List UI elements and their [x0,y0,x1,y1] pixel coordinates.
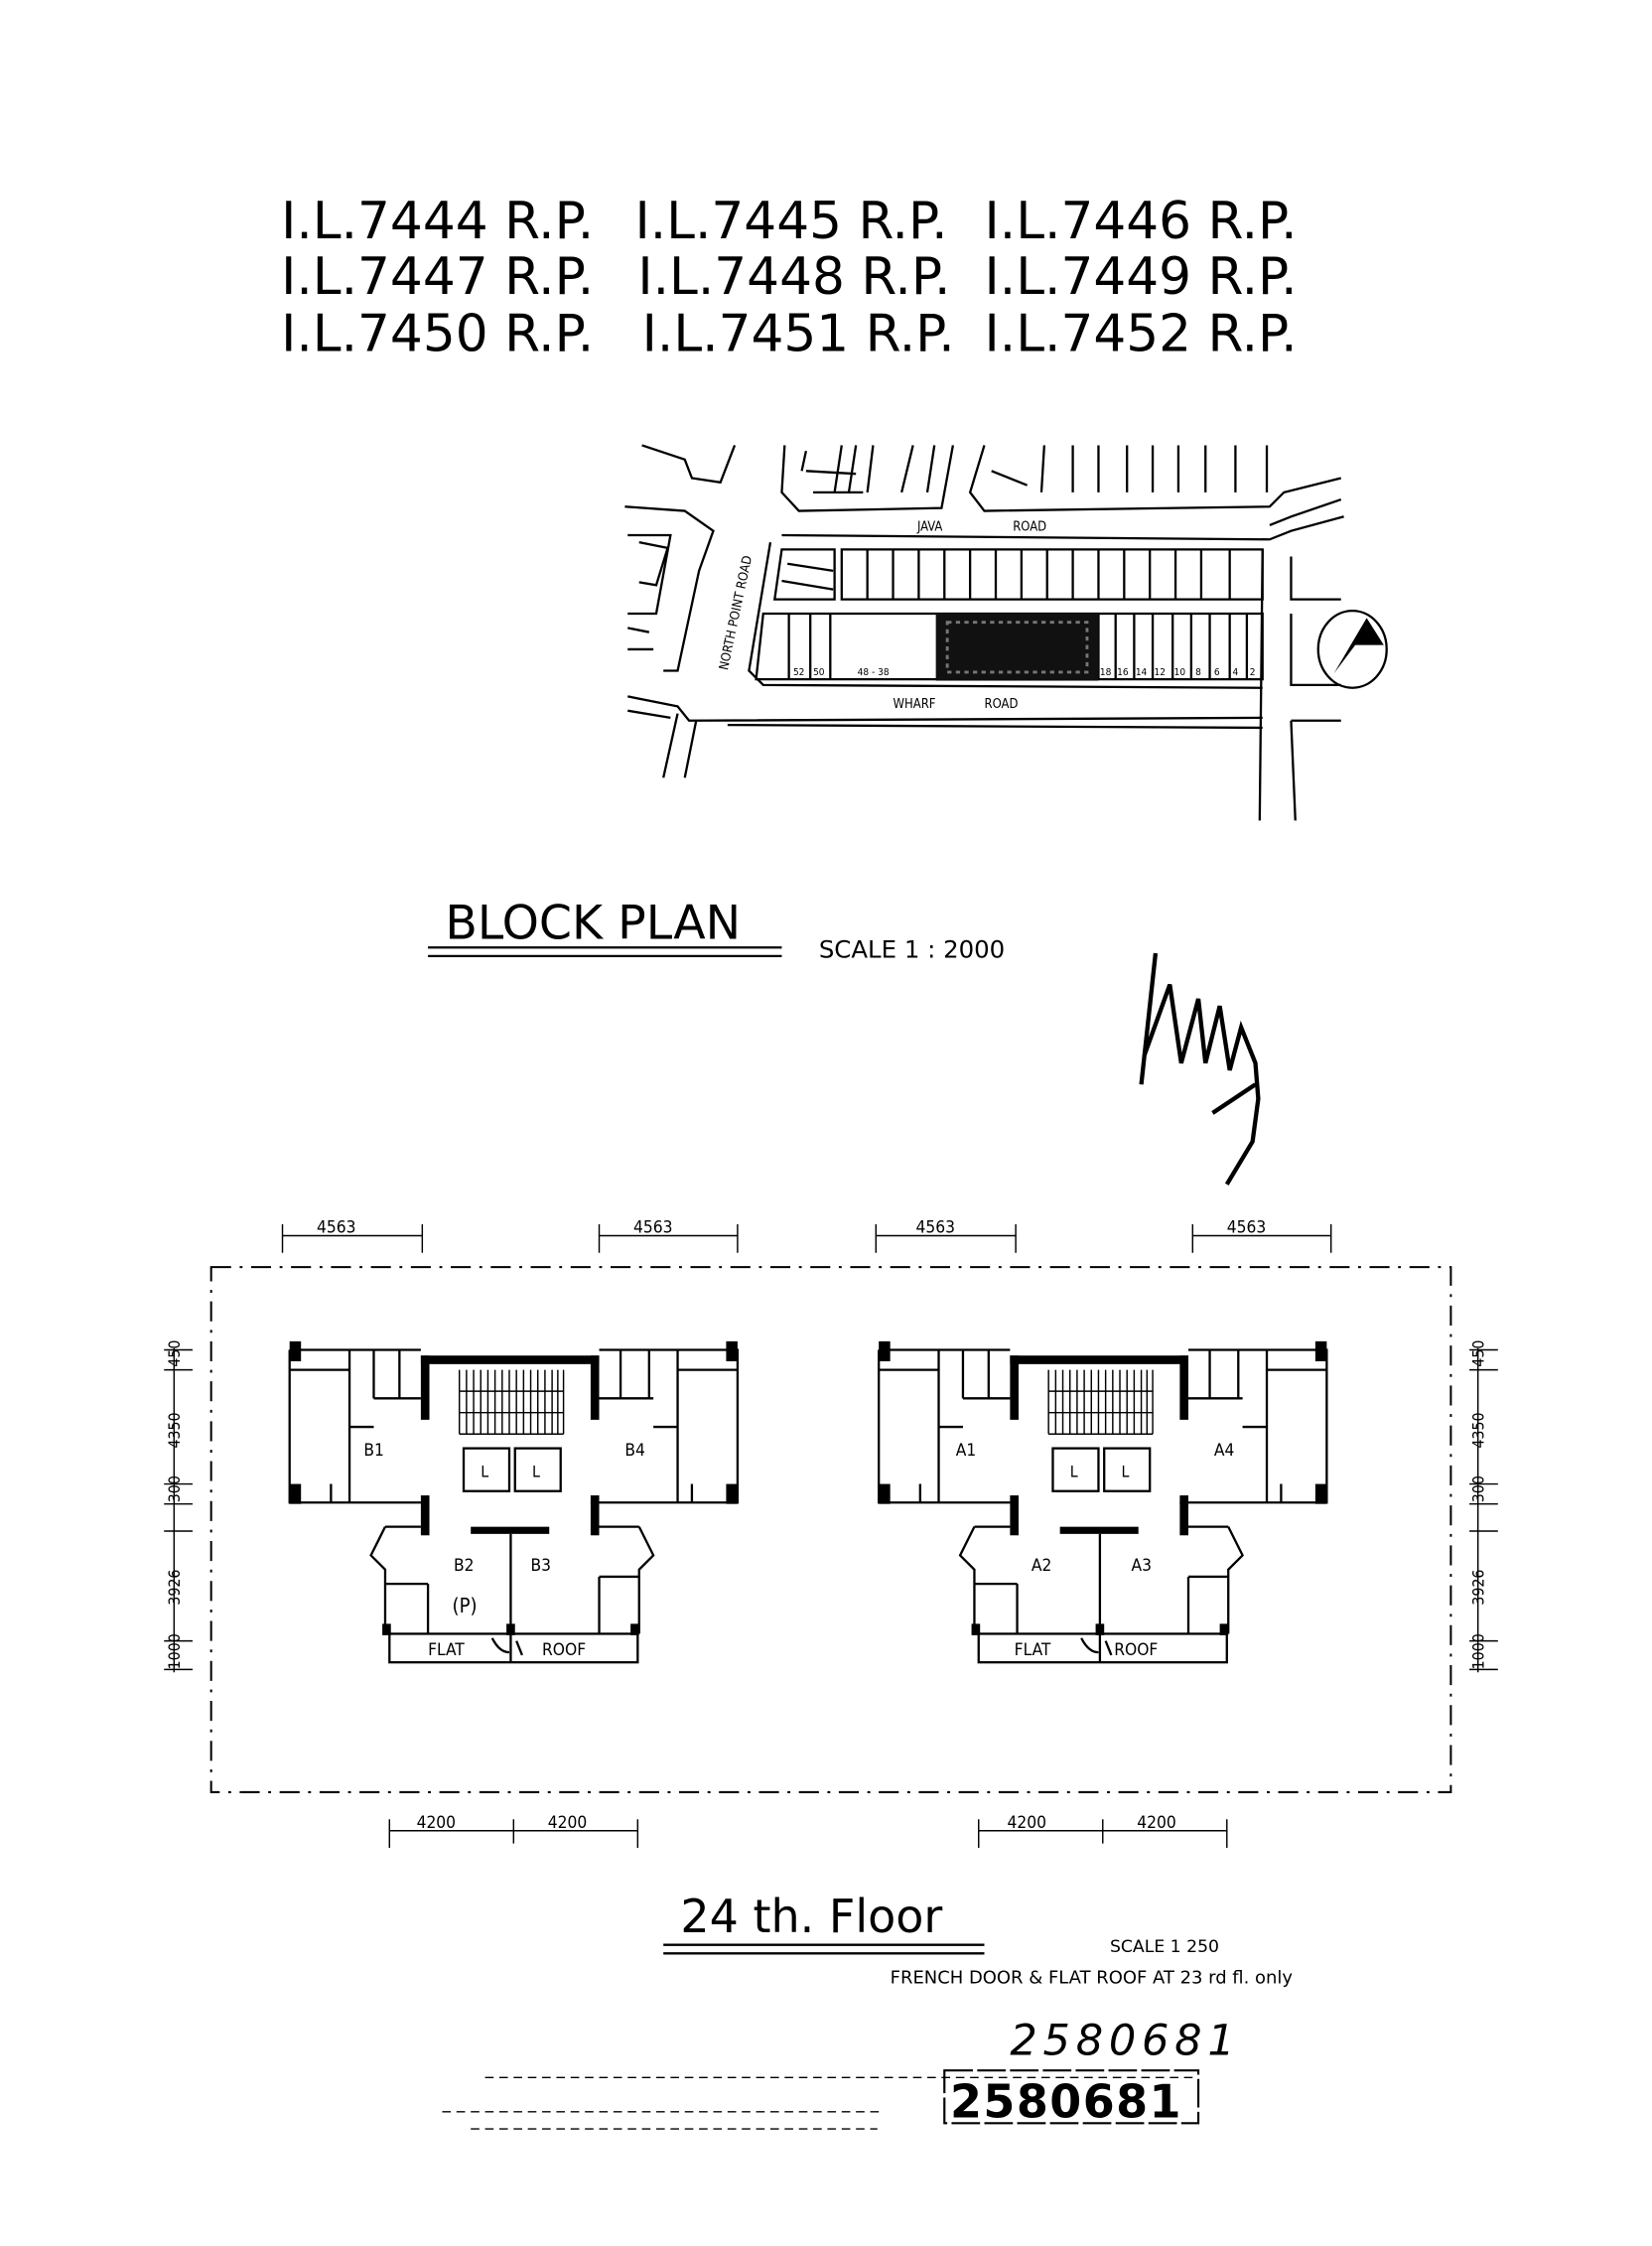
lot-number: 14 [1136,667,1148,678]
lift-label: L [1121,1462,1129,1480]
flat-roof-label: FLAT [1015,1640,1051,1660]
road-label-java-road: ROAD [1013,520,1046,535]
floor-plan-title: 24 th. Floor [680,1890,942,1943]
north-arrow-icon [1316,609,1388,689]
block-plan-scale: SCALE 1 : 2000 [819,934,1005,963]
handwritten-number: 2580681 [1010,2016,1240,2065]
block-b-plan: B1 B4 B2 B3 (P) L L FLAT ROOF [288,1339,740,1664]
dimension-label: 1000 [1468,1633,1487,1669]
lot-label: I.L.7451 R.P. [642,305,955,364]
signature [1139,952,1261,1186]
dimension-label: 300 [1468,1475,1487,1502]
flat-roof-label: ROOF [542,1640,586,1660]
dimension-label: 300 [165,1475,184,1502]
site-hatched-area [935,614,1099,681]
block-plan-title: BLOCK PLAN [445,897,741,951]
lot-number: 12 [1155,667,1167,678]
dimension-label: 4200 [1007,1813,1045,1833]
road-label-north-point: NORTH POINT ROAD [717,554,756,671]
dimension-label: 450 [165,1340,184,1367]
lot-number: 18 [1100,667,1112,678]
lot-number: 16 [1117,667,1129,678]
lot-number: 6 [1214,667,1220,678]
floor-plan: 4563 4563 4563 4563 4200 4200 4200 4200 … [164,1218,1498,1848]
dimension-label: 1000 [165,1633,184,1669]
lift-label: L [481,1462,488,1480]
stamp-number: 2580681 [950,2075,1182,2129]
side-dimensions-right: 450 4350 300 3926 1000 [1468,1340,1498,1673]
side-dimensions-left: 450 4350 300 3926 1000 [164,1340,193,1673]
floor-plan-note: FRENCH DOOR & FLAT ROOF AT 23 rd fl. onl… [891,1967,1294,1988]
unit-label: A1 [956,1441,976,1461]
lift-label: L [1070,1462,1078,1480]
unit-label: B4 [624,1441,645,1461]
dimension-label: 3926 [1468,1570,1487,1606]
dimension-label: 4200 [417,1813,456,1833]
road-label-wharf-road: ROAD [985,697,1019,712]
block-a-plan: A1 A4 A2 A3 L L FLAT ROOF [878,1339,1328,1664]
lot-label: I.L.7449 R.P. [985,247,1298,307]
dimension-label: 450 [1468,1340,1487,1367]
lot-number: 52 [793,667,805,678]
unit-label: B1 [363,1441,384,1461]
lot-number: 10 [1174,667,1186,678]
flat-roof-label: ROOF [1114,1640,1158,1660]
lot-label: I.L.7446 R.P. [985,192,1298,251]
road-label-wharf: WHARF [894,697,936,712]
lot-label: I.L.7444 R.P. [281,192,594,251]
dimension-label: 4563 [317,1218,355,1238]
lot-number: 4 [1233,667,1239,678]
dimension-label: 4350 [165,1412,184,1448]
lot-number: 50 [813,667,825,678]
flat-roof-label: FLAT [428,1640,465,1660]
lot-label: I.L.7448 R.P. [637,247,950,307]
dimension-label: 4350 [1468,1412,1487,1448]
lot-label: I.L.7452 R.P. [985,305,1298,364]
lot-label: I.L.7447 R.P. [281,247,594,307]
road-label-java: JAVA [916,520,942,535]
lift-label: L [532,1462,540,1480]
unit-label: A2 [1032,1556,1051,1576]
unit-label: A3 [1132,1556,1152,1576]
dimension-label: 4200 [548,1813,587,1833]
lot-list: I.L.7444 R.P. I.L.7445 R.P. I.L.7446 R.P… [281,192,1298,364]
refuge-label: (P) [453,1594,478,1617]
lot-number: 48 - 38 [858,667,890,678]
lot-number: 2 [1250,667,1256,678]
lot-label: I.L.7445 R.P. [634,192,947,251]
lot-number: 8 [1195,667,1201,678]
floor-plan-scale: SCALE 1 250 [1110,1937,1219,1957]
lot-label: I.L.7450 R.P. [281,305,594,364]
dimension-label: 3926 [165,1570,184,1606]
dimension-label: 4563 [633,1218,672,1238]
unit-label: B3 [531,1556,552,1576]
unit-label: B2 [454,1556,475,1576]
dimension-label: 4563 [916,1218,955,1238]
block-plan-map: JAVA ROAD NORTH POINT ROAD WHARF ROAD 52… [624,444,1388,821]
dimension-label: 4563 [1227,1218,1266,1238]
dimension-label: 4200 [1137,1813,1175,1833]
unit-label: A4 [1214,1441,1234,1461]
